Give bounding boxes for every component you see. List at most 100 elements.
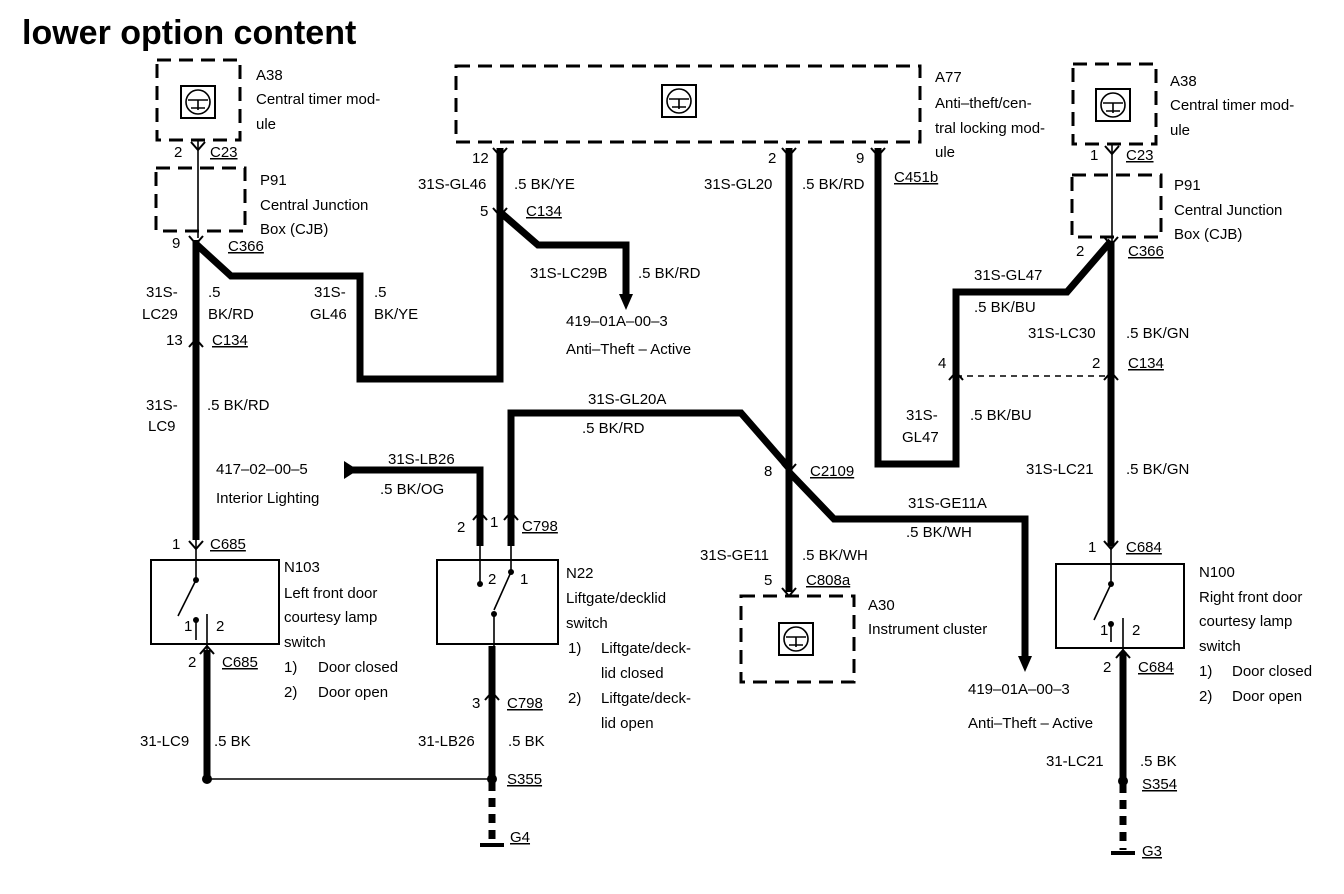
reference-label: 419–01A–00–3	[968, 681, 1070, 698]
arrow-antitheft-1	[619, 294, 633, 310]
a38-left-name: Central timer mod-	[256, 91, 380, 108]
p91-right-junction-box	[1070, 173, 1163, 239]
connector-label: C798	[507, 695, 543, 712]
n22-state: lid open	[601, 715, 654, 732]
pin-label: 1	[1090, 147, 1098, 164]
wire-label: 31S-LB26	[388, 451, 455, 468]
a30-instrument-cluster	[739, 594, 856, 684]
connector-label: C685	[210, 536, 246, 553]
connector-label: C134	[212, 332, 248, 349]
wire-label: 31-LC9	[140, 733, 189, 750]
wire-label: BK/YE	[374, 306, 418, 323]
p91-right-name: Central Junction	[1174, 202, 1282, 219]
connector-label: C685	[222, 654, 258, 671]
n103-desc: Left front door	[284, 585, 377, 602]
connector-label: C134	[1128, 355, 1164, 372]
pin-label: 2	[1103, 659, 1111, 676]
wire-label: 31S-GL46	[418, 176, 486, 193]
a77-id: A77	[935, 69, 962, 86]
n103-switch-box	[150, 559, 280, 645]
n100-state: 2)	[1199, 688, 1212, 705]
n22-id: N22	[566, 565, 594, 582]
a38-left-module	[155, 58, 242, 142]
pin-label: 1	[490, 514, 498, 531]
wire-label: 31S-GL20	[704, 176, 772, 193]
pin-label: 5	[480, 203, 488, 220]
reference-label: Anti–Theft – Active	[566, 341, 691, 358]
wire-label: 31S-	[146, 284, 178, 301]
n100-desc: Right front door	[1199, 589, 1302, 606]
n100-state: Door open	[1232, 688, 1302, 705]
p91-right-name-2: Box (CJB)	[1174, 226, 1242, 243]
pin-label: 8	[764, 463, 772, 480]
connector-label: C798	[522, 518, 558, 535]
connector-markers	[188, 141, 1131, 701]
a38-left-name-2: ule	[256, 116, 276, 133]
wire-ge11a	[786, 469, 1029, 660]
n103-state: 2)	[284, 684, 297, 701]
n22-desc: Liftgate/decklid	[566, 590, 666, 607]
ground-label: G4	[510, 829, 530, 846]
n103-state: 1)	[284, 659, 297, 676]
splice-dot	[487, 774, 497, 784]
a30-id: A30	[868, 597, 895, 614]
n103-id: N103	[284, 559, 320, 576]
n22-state: Liftgate/deck-	[601, 690, 691, 707]
a77-name: Anti–theft/cen-	[935, 95, 1032, 112]
n100-state: 1)	[1199, 663, 1212, 680]
wire-lc29b	[497, 209, 630, 298]
n22-desc: switch	[566, 615, 608, 632]
arrow-interior-lighting	[344, 461, 358, 479]
connector-label: C808a	[806, 572, 851, 589]
arrow-antitheft-2	[1018, 656, 1032, 672]
wire-label: 31S-GL47	[974, 267, 1042, 284]
reference-label: 419–01A–00–3	[566, 313, 668, 330]
wire-gl47	[874, 148, 1114, 468]
wire-label: .5 BK	[1140, 753, 1177, 770]
splice-dot	[1118, 776, 1128, 786]
pin-label: 1	[520, 571, 528, 588]
connector-label: C23	[210, 144, 238, 161]
pin-label: 2	[768, 150, 776, 167]
p91-left-name: Central Junction	[260, 197, 368, 214]
pin-label: 3	[472, 695, 480, 712]
wire-label: BK/RD	[208, 306, 254, 323]
a77-name: tral locking mod-	[935, 120, 1045, 137]
page-title: lower option content	[22, 14, 356, 52]
pin-label: 9	[172, 235, 180, 252]
pin-label: 9	[856, 150, 864, 167]
connector-label: C23	[1126, 147, 1154, 164]
n100-switch-box	[1055, 563, 1185, 649]
pin-label: 2	[488, 571, 496, 588]
n22-switch-box	[436, 559, 559, 645]
pin-label: 1	[1088, 539, 1096, 556]
wire-label: 31-LC21	[1046, 753, 1104, 770]
wire-label: .5 BK/RD	[802, 176, 865, 193]
wire-label: .5	[208, 284, 221, 301]
connector-label: C2109	[810, 463, 854, 480]
connector-label: C684	[1138, 659, 1174, 676]
wire-label: 31S-	[314, 284, 346, 301]
wire-label: .5 BK/GN	[1126, 461, 1189, 478]
a38-right-name-2: ule	[1170, 122, 1190, 139]
n103-state: Door open	[318, 684, 388, 701]
pin-label: 1	[172, 536, 180, 553]
pin-label: 2	[216, 618, 224, 635]
wire-label: LC9	[148, 418, 176, 435]
wire-label: .5 BK/BU	[974, 299, 1036, 316]
pin-label: 2	[1076, 243, 1084, 260]
wire-label: .5 BK	[214, 733, 251, 750]
splice-label: S355	[507, 771, 542, 788]
module-icon	[778, 622, 814, 656]
a30-name: Instrument cluster	[868, 621, 987, 638]
wire-label: .5 BK/GN	[1126, 325, 1189, 342]
n22-state: lid closed	[601, 665, 664, 682]
wire-label: 31S-	[906, 407, 938, 424]
splice-dot	[202, 774, 212, 784]
a38-right-module	[1071, 62, 1158, 146]
n100-desc: courtesy lamp	[1199, 613, 1292, 630]
n103-switch-symbol	[177, 540, 208, 650]
n22-state: 1)	[568, 640, 581, 657]
p91-left-id: P91	[260, 172, 287, 189]
module-icon	[661, 84, 697, 118]
